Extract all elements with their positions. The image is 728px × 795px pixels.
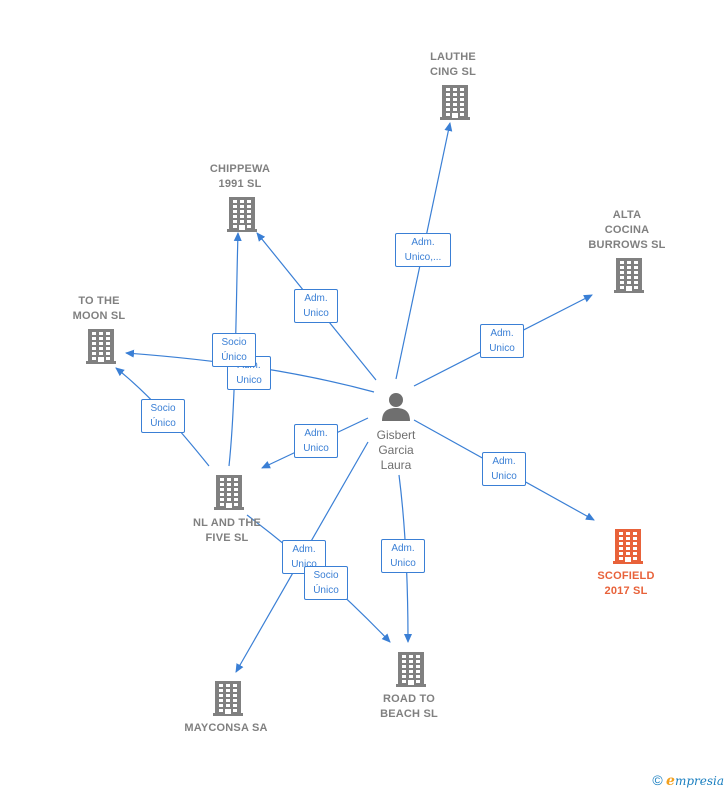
person-node[interactable] bbox=[376, 390, 416, 422]
edge-label-nl-chippewa[interactable]: Socio Único bbox=[212, 333, 256, 367]
edge-label-person-scofield[interactable]: Adm. Unico bbox=[482, 452, 526, 486]
company-name-scofield: SCOFIELD 2017 SL bbox=[597, 570, 655, 597]
company-name-moon: TO THE MOON SL bbox=[72, 295, 126, 322]
building-icon bbox=[213, 681, 243, 716]
edge-label-person-road[interactable]: Adm. Unico bbox=[381, 539, 425, 573]
footer-brand: © empresia bbox=[652, 772, 724, 789]
company-node-scofield[interactable] bbox=[612, 528, 644, 564]
copyright-symbol: © bbox=[652, 772, 663, 788]
building-icon bbox=[227, 197, 257, 232]
building-icon bbox=[396, 652, 426, 687]
edge-label-person-chippewa[interactable]: Adm. Unico bbox=[294, 289, 338, 323]
company-name-chippewa: CHIPPEWA 1991 SL bbox=[209, 163, 271, 190]
company-name-mayconsa: MAYCONSA SA bbox=[184, 722, 268, 734]
company-node-road[interactable] bbox=[395, 651, 427, 687]
company-name-alta: ALTA COCINA BURROWS SL bbox=[588, 209, 666, 251]
edge-label-nl-road[interactable]: Socio Único bbox=[304, 566, 348, 600]
company-node-nl[interactable] bbox=[213, 474, 245, 510]
edge-label-person-nl[interactable]: Adm. Unico bbox=[294, 424, 338, 458]
building-icon bbox=[614, 258, 644, 293]
building-icon bbox=[86, 329, 116, 364]
building-icon bbox=[214, 475, 244, 510]
building-icon bbox=[440, 85, 470, 120]
brand-logo: empresia bbox=[666, 773, 724, 789]
person-name: Gisbert Garcia Laura bbox=[376, 428, 416, 472]
edge-label-nl-moon[interactable]: Socio Único bbox=[141, 399, 185, 433]
company-name-lauthe: LAUTHE CING SL bbox=[429, 51, 476, 78]
company-node-moon[interactable] bbox=[85, 328, 117, 364]
company-name-nl: NL AND THE FIVE SL bbox=[193, 517, 261, 544]
company-node-chippewa[interactable] bbox=[226, 196, 258, 232]
person-icon bbox=[382, 393, 410, 421]
edge-label-person-alta[interactable]: Adm. Unico bbox=[480, 324, 524, 358]
company-name-road: ROAD TO BEACH SL bbox=[380, 693, 438, 720]
company-node-lauthe[interactable] bbox=[439, 84, 471, 120]
company-node-alta[interactable] bbox=[613, 257, 645, 293]
company-node-mayconsa[interactable] bbox=[212, 680, 244, 716]
edge-label-person-lauthe[interactable]: Adm. Unico,... bbox=[395, 233, 451, 267]
building-icon bbox=[613, 529, 643, 564]
